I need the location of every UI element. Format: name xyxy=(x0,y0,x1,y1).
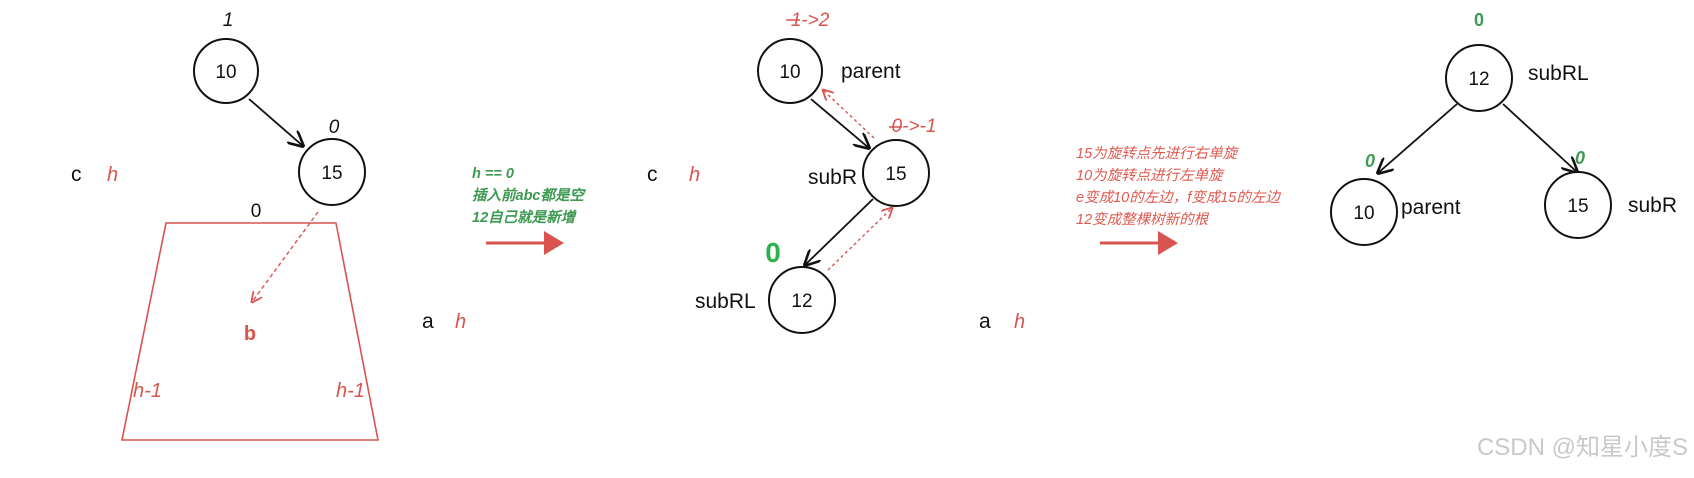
edge-12-to-15 xyxy=(1502,103,1577,172)
right-child-balance-factor: 0 xyxy=(1575,148,1585,168)
node-left-10: 10 xyxy=(1330,178,1398,246)
edge-subR-to-subRL xyxy=(805,198,874,265)
subR-label: subR xyxy=(808,166,857,189)
node-parent-10-circle xyxy=(757,38,823,104)
node-15: 15 xyxy=(298,138,366,206)
panel-after-insert: 1->2 10 parent 0->-1 15 subR c h 0 12 su… xyxy=(647,10,1025,334)
subR-balance-factor: 0->-1 xyxy=(892,116,937,137)
node-subRL-12-circle xyxy=(768,266,836,334)
node-parent-10: 10 xyxy=(757,38,823,104)
new-root-label: subRL xyxy=(1528,62,1589,85)
edge-parent-to-subR xyxy=(810,98,869,148)
transition-2-note-line-1: 15为旋转点先进行右单旋 xyxy=(1076,145,1240,162)
subtree-c-label-2: c xyxy=(647,163,658,186)
node-right-15: 15 xyxy=(1544,171,1612,239)
node-parent-10-value: 10 xyxy=(779,62,800,83)
node-10-value: 10 xyxy=(215,62,236,83)
parent-balance-factor: 1->2 xyxy=(791,10,830,31)
subtree-left-height: h-1 xyxy=(133,380,162,402)
subRL-balance-factor: 0 xyxy=(765,237,781,268)
node-15-circle xyxy=(298,138,366,206)
edge-12-to-10 xyxy=(1378,103,1458,173)
transition-1-note-line-1: h == 0 xyxy=(472,166,514,182)
node-left-10-circle xyxy=(1330,178,1398,246)
node-10: 10 xyxy=(193,38,259,104)
subtree-c-height: h xyxy=(107,164,118,186)
node-root-12-value: 12 xyxy=(1468,69,1489,90)
transition-2-note-line-4: 12变成整棵树新的根 xyxy=(1076,211,1210,228)
backtrack-arrow-subRL-to-subR xyxy=(827,208,892,271)
node-right-15-value: 15 xyxy=(1567,196,1588,217)
transition-2-arrow-head xyxy=(1158,231,1178,255)
transition-2-note-line-3: e变成10的左边，f变成15的左边 xyxy=(1076,189,1281,206)
node-subRL-12-value: 12 xyxy=(791,291,812,312)
left-child-balance-factor: 0 xyxy=(1365,151,1375,171)
csdn-watermark: CSDN @知星小度S xyxy=(1477,434,1688,461)
transition-1-note-line-2: 插入前abc都是空 xyxy=(472,187,586,204)
insert-direction-arrow xyxy=(252,211,319,302)
node-10-circle xyxy=(193,38,259,104)
transition-1-arrow-head xyxy=(544,231,564,255)
subtree-c-label: c xyxy=(71,163,82,186)
panel-after-rotation: 0 12 subRL 0 10 parent 0 15 subR xyxy=(1330,10,1677,246)
insert-position-b: b xyxy=(244,323,256,345)
subtree-a-height-2: h xyxy=(1014,311,1025,333)
node-right-15-circle xyxy=(1544,171,1612,239)
node-subR-15-value: 15 xyxy=(885,164,906,185)
panel-before-insert: 1 10 0 15 c h 0 b h-1 h-1 a h xyxy=(71,10,466,441)
edge-10-to-15 xyxy=(248,98,303,146)
node-15-value: 15 xyxy=(321,163,342,184)
node-left-10-value: 10 xyxy=(1353,203,1374,224)
transition-1-note-line-3: 12自己就是新增 xyxy=(472,209,578,226)
transition-2: 15为旋转点先进行右单旋 10为旋转点进行左单旋 e变成10的左边，f变成15的… xyxy=(1076,145,1281,255)
node-root-12-circle xyxy=(1445,44,1513,112)
right-balance-factor: 0 xyxy=(329,117,340,138)
transition-2-note-line-2: 10为旋转点进行左单旋 xyxy=(1076,167,1225,184)
subtree-c-height-2: h xyxy=(689,164,700,186)
subtree-a-label: a xyxy=(422,310,434,333)
subRL-label: subRL xyxy=(695,290,756,313)
subtree-right-height: h-1 xyxy=(336,380,365,402)
node-subR-15: 15 xyxy=(862,139,930,207)
left-child-label: parent xyxy=(1401,196,1461,219)
new-root-balance-factor: 0 xyxy=(1474,10,1484,30)
node-root-12: 12 xyxy=(1445,44,1513,112)
right-child-label: subR xyxy=(1628,194,1677,217)
subtree-a-height: h xyxy=(455,311,466,333)
parent-label: parent xyxy=(841,60,901,83)
subtree-trapezoid xyxy=(121,222,379,441)
transition-1: h == 0 插入前abc都是空 12自己就是新增 xyxy=(472,166,586,255)
root-balance-factor: 1 xyxy=(223,10,234,31)
node-subR-15-circle xyxy=(862,139,930,207)
subtree-a-label-2: a xyxy=(979,310,991,333)
node-subRL-12: 12 xyxy=(768,266,836,334)
subtree-balance-factor: 0 xyxy=(251,201,262,222)
